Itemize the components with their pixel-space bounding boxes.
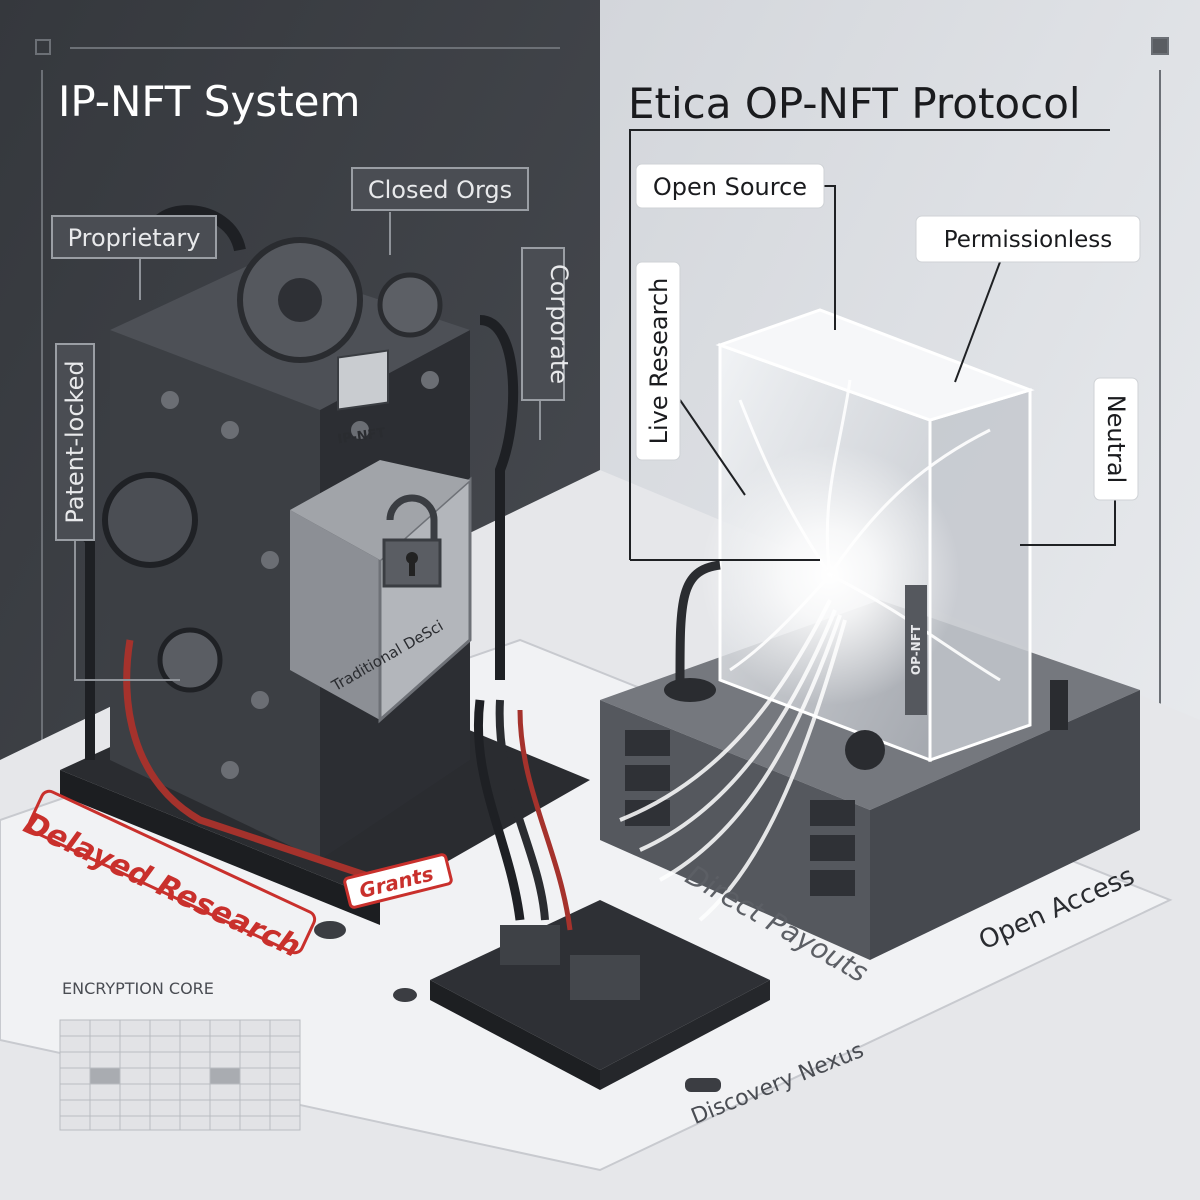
open-source-label: Open Source [653,173,807,201]
vault-plate [290,510,380,720]
patent-locked-label: Patent-locked [61,360,89,523]
neutral-label: Neutral [1102,395,1130,484]
encryption-core-grid [59,1019,301,1131]
ip-nft-tag: IP-NFT [337,426,387,448]
padlock-icon [386,494,438,540]
ip-nft-machine [60,205,590,925]
energy-tendrils [729,379,1001,682]
leader-lines [74,129,1116,681]
encryption-core-text: ENCRYPTION CORE [62,979,214,998]
proprietary-label: Proprietary [68,224,201,252]
encryption-core-label: ENCRYPTION CORE [62,979,214,998]
op-nft-machine [600,308,1140,960]
right-title: Etica OP-NFT Protocol [628,79,1081,128]
corporate-label: Corporate [545,264,573,384]
floor-buttons [314,921,721,1092]
crystal-top [715,308,1035,422]
live-research-label: Live Research [645,278,673,445]
permissionless-label: Permissionless [944,227,1113,253]
left-title: IP-NFT System [58,77,360,126]
data-streams [619,599,847,922]
op-nft-tag: OP-NFT [909,624,923,675]
closed-orgs-label: Closed Orgs [368,176,512,204]
connector-box [430,699,770,1090]
